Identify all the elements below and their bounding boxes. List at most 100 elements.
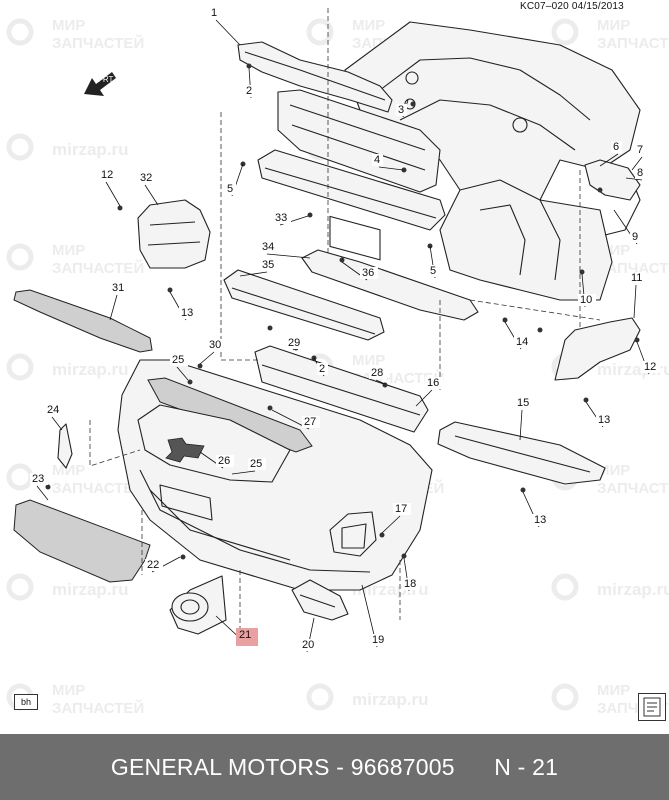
watermark-pin-icon	[551, 18, 579, 46]
callout-bg	[514, 336, 532, 348]
callout-leader	[415, 389, 433, 407]
watermark-pin-icon	[551, 573, 579, 601]
callout-leader	[51, 416, 63, 431]
watermark: МИРЗАПЧАСТЕЙМИРЗАПЧАСТЕЙМИРЗАПЧАСТЕЙmirz…	[6, 17, 669, 717]
watermark-line1: МИР	[52, 462, 85, 479]
callout-bg	[244, 85, 255, 97]
watermark-tile: mirzap.ru	[551, 573, 669, 601]
watermark-line2: ЗАПЧАСТЕЙ	[52, 34, 144, 52]
callout-bg	[635, 167, 646, 179]
part-1-upper-tie-bar	[237, 41, 393, 113]
callout-leader	[599, 153, 619, 167]
callout-bg	[532, 514, 550, 526]
callout-leader	[519, 409, 523, 441]
callout-bg	[260, 259, 278, 271]
callout-bg	[372, 154, 383, 166]
callout-bg	[611, 141, 622, 153]
watermark-line2: ЗАПЧАСТЕЙ	[597, 259, 669, 277]
callout-leader	[378, 166, 404, 171]
watermark-line1: МИР	[52, 17, 85, 34]
part-15-deflector	[437, 421, 606, 485]
callout-bg	[138, 172, 156, 184]
callout-bg	[369, 367, 387, 379]
watermark-pin-icon	[6, 573, 34, 601]
part-27-grille-insert	[147, 377, 313, 453]
callout-leader	[631, 156, 643, 171]
callout-bg	[179, 307, 197, 319]
callout-bg	[630, 231, 641, 243]
watermark-tile: mirzap.ru	[6, 573, 129, 601]
part-6-bracket	[584, 159, 641, 201]
callout-bg	[99, 169, 117, 181]
watermark-tile: mirzap.ru	[306, 683, 429, 711]
callout-4: 4	[374, 154, 380, 166]
callout-7: 7	[637, 144, 643, 156]
callout-leader	[36, 485, 49, 501]
callout-28: 28	[371, 367, 383, 379]
watermark-line1: МИР	[352, 352, 385, 369]
part-20-fog-cover	[291, 579, 349, 621]
callout-leader	[199, 351, 215, 365]
license-plate-bracket	[159, 484, 213, 521]
callout-9: 9	[632, 231, 638, 243]
callout-2: 2	[319, 363, 325, 375]
footer-part-number: 96687005	[350, 753, 455, 780]
callout-bg	[30, 473, 48, 485]
front-label: FRT	[98, 75, 114, 84]
callout-14: 14	[516, 336, 528, 348]
watermark-line1: МИР	[597, 17, 630, 34]
callout-leader	[375, 379, 386, 385]
part-11-splash-shield	[554, 317, 641, 381]
callout-leader	[144, 184, 159, 206]
callout-13: 13	[181, 307, 193, 319]
watermark-line2: ЗАПЧАСТЕЙ	[597, 34, 669, 52]
callout-bg	[170, 354, 188, 366]
callout-8: 8	[637, 167, 643, 179]
callout-bg	[237, 629, 255, 641]
part-footer-bar: GENERAL MOTORS - 96687005 N - 21	[0, 734, 669, 800]
part-26-emblem	[165, 437, 205, 463]
callout-leader	[215, 19, 241, 46]
watermark-tile: mirzap.ru	[6, 353, 129, 381]
callout-bg	[578, 294, 596, 306]
front-arrow-icon: FRT	[84, 72, 116, 96]
watermark-line2: ЗАПЧАСТЕЙ	[597, 479, 669, 497]
watermark-tile: mirzap.ru	[6, 133, 129, 161]
callout-18: 18	[404, 578, 416, 590]
callout-23: 23	[32, 473, 44, 485]
callout-leader	[633, 284, 637, 319]
callout-bg	[396, 104, 407, 116]
watermark-site: mirzap.ru	[597, 580, 669, 599]
watermark-line1: МИР	[352, 17, 385, 34]
watermark-line1: МИР	[597, 682, 630, 699]
callout-leader	[381, 515, 401, 534]
callout-13: 13	[534, 514, 546, 526]
watermark-pin-icon	[6, 18, 34, 46]
callout-leader	[231, 470, 256, 475]
footer-separator: -	[329, 753, 351, 780]
part-21-fog-lamp	[169, 575, 227, 635]
watermark-line2: ЗАПЧАСТЕЙ	[52, 479, 144, 497]
callout-bg	[145, 559, 163, 571]
callout-32: 32	[140, 172, 152, 184]
watermark-line2: ЗАПЧАСТЕЙ	[52, 699, 144, 717]
callout-5: 5	[227, 183, 233, 195]
callout-bg	[286, 337, 304, 349]
callout-leader	[266, 253, 311, 259]
callout-leader	[176, 366, 189, 381]
callout-leader	[109, 294, 118, 321]
footer-brand: GENERAL MOTORS	[110, 753, 330, 780]
assembly-lines	[89, 8, 601, 640]
watermark-pin-icon	[6, 133, 34, 161]
callout-1: 1	[211, 7, 217, 19]
watermark-site: mirzap.ru	[52, 140, 129, 159]
watermark-pin-icon	[551, 683, 579, 711]
callout-bg	[629, 272, 647, 284]
part-impact-beam	[257, 149, 446, 231]
callout-bg	[425, 377, 443, 389]
watermark-line1: МИР	[52, 682, 85, 699]
watermark-site: mirzap.ru	[352, 690, 429, 709]
